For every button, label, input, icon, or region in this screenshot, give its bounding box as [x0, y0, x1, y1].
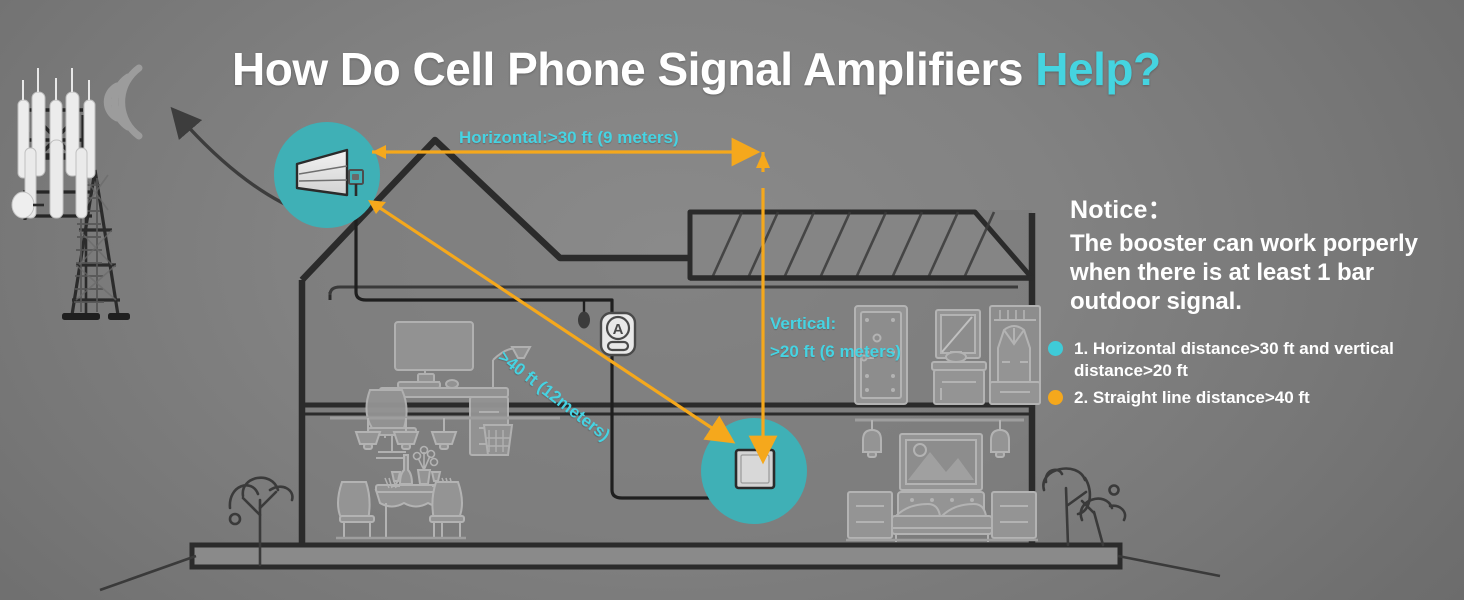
title-accent: Help? — [1035, 43, 1161, 95]
notice-line-2: when there is at least 1 bar — [1070, 259, 1374, 286]
tree-left — [228, 476, 294, 567]
notice-line-3: outdoor signal. — [1070, 288, 1242, 315]
indoor-panel-antenna — [734, 448, 776, 490]
tree-right — [1042, 467, 1127, 547]
notice-line-1: The booster can work porperly — [1070, 230, 1418, 257]
vertical-label-line1: Vertical: — [770, 314, 837, 333]
wall-sensor — [578, 311, 590, 329]
notice-body: The booster can work porperly when there… — [1070, 229, 1462, 316]
bullet-dot-cyan — [1048, 341, 1063, 356]
list-item: 1. Horizontal distance>30 ft and vertica… — [1048, 338, 1464, 382]
notice-heading: Notice： — [1070, 196, 1173, 224]
dining-room-furniture — [330, 416, 560, 540]
cell-tower — [11, 68, 130, 320]
bedroom-furniture — [846, 418, 1038, 542]
requirement-text: 1. Horizontal distance>30 ft and vertica… — [1074, 339, 1394, 380]
outdoor-directional-antenna — [295, 148, 364, 197]
requirements-list: 1. Horizontal distance>30 ft and vertica… — [1048, 338, 1464, 414]
measurement-arrows — [368, 137, 778, 465]
list-item: 2. Straight line distance>40 ft — [1048, 387, 1464, 409]
signal-booster-unit: A — [599, 311, 637, 357]
page-title: How Do Cell Phone Signal Amplifiers Help… — [232, 42, 1161, 96]
signal-waves-icon — [103, 64, 143, 140]
vertical-distance-label: Vertical: >20 ft (6 meters) — [770, 310, 901, 366]
bullet-dot-orange — [1048, 390, 1063, 405]
title-main: How Do Cell Phone Signal Amplifiers — [232, 43, 1036, 95]
upstairs-room-furniture — [854, 305, 1041, 405]
requirement-text: 2. Straight line distance>40 ft — [1074, 388, 1310, 407]
vertical-label-line2: >20 ft (6 meters) — [770, 342, 901, 361]
svg-text:A: A — [613, 321, 624, 338]
notice-block: Notice： The booster can work porperly wh… — [1070, 190, 1462, 316]
horizontal-distance-label: Horizontal:>30 ft (9 meters) — [459, 128, 679, 147]
